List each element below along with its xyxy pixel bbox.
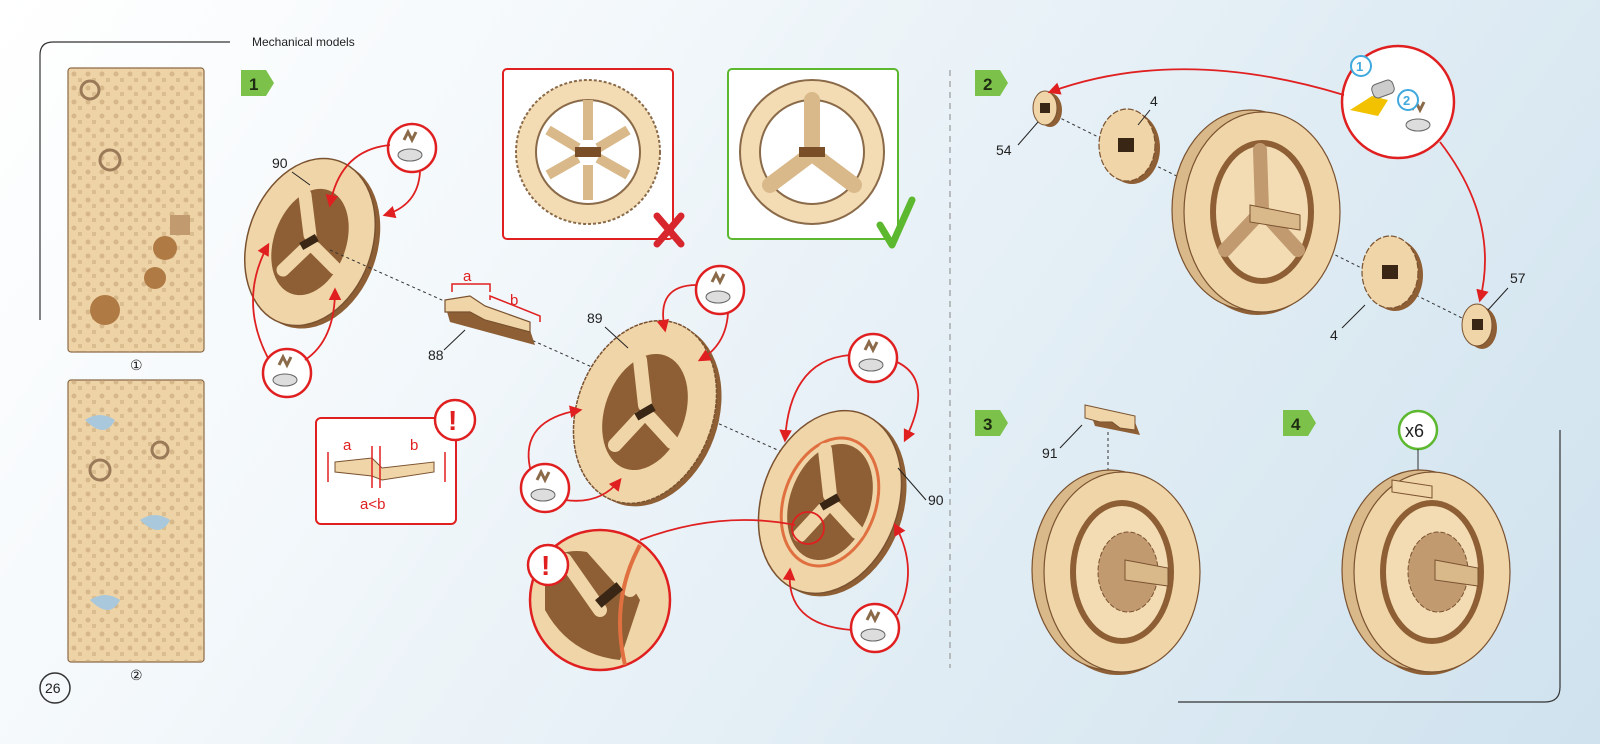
glue-arrow-2b bbox=[697, 312, 729, 362]
header: Mechanical models bbox=[39, 35, 355, 320]
glue-arrow-3b bbox=[896, 361, 920, 443]
glue-arrow-2d bbox=[564, 478, 622, 502]
wheel-assembly-final bbox=[1341, 469, 1511, 675]
axle-dimensions: a b bbox=[451, 268, 541, 322]
part-label-90-right: 90 bbox=[928, 492, 944, 508]
step-badge-1: 1 bbox=[241, 70, 274, 96]
gear-part-4-top bbox=[1098, 108, 1160, 184]
washer-part-57 bbox=[1461, 303, 1497, 349]
glue-arrow-step2-left bbox=[1047, 68, 1345, 96]
glue-icon-3 bbox=[694, 264, 746, 316]
part-sheet-1 bbox=[67, 67, 205, 353]
quantity-label: x6 bbox=[1405, 421, 1424, 441]
axle-part-88 bbox=[444, 295, 535, 345]
glue-arrow-1b bbox=[382, 171, 421, 219]
glue-arrow-2c bbox=[527, 405, 583, 469]
glue-callout-step2: 1 2 bbox=[1340, 44, 1456, 160]
glue-icon-4 bbox=[519, 462, 571, 514]
step-number-4: 4 bbox=[1291, 415, 1301, 434]
part-label-4-top: 4 bbox=[1150, 93, 1158, 109]
wheel-disc-89 bbox=[572, 319, 722, 507]
washer-part-54 bbox=[1032, 90, 1062, 127]
glue-arrow-3a bbox=[779, 354, 851, 443]
wrong-x-icon bbox=[653, 212, 685, 248]
axle-orientation-note: a b a<b bbox=[315, 417, 457, 525]
dimension-a: a bbox=[463, 268, 472, 285]
part-label-54: 54 bbox=[996, 142, 1012, 158]
note-label-a: a bbox=[343, 437, 352, 454]
step-badge-4: 4 bbox=[1283, 410, 1316, 436]
glue-arrow-1a bbox=[325, 144, 391, 208]
warning-badge-1: ! bbox=[433, 398, 477, 442]
wrong-orientation-example bbox=[502, 68, 685, 248]
warning-icon-2: ! bbox=[541, 550, 550, 581]
part-label-91: 91 bbox=[1042, 445, 1058, 461]
glue-icon-2 bbox=[261, 347, 313, 399]
check-icon bbox=[876, 196, 916, 249]
quantity-badge: x6 bbox=[1397, 409, 1439, 451]
step-number-3: 3 bbox=[983, 415, 992, 434]
glue-arrow-step2-right bbox=[1439, 141, 1489, 303]
glue-icon-5 bbox=[847, 332, 899, 384]
step-number-2: 2 bbox=[983, 75, 992, 94]
gear-part-4-bottom bbox=[1361, 235, 1423, 311]
glue-arrow-1c bbox=[252, 242, 270, 359]
glue-arrow-2a bbox=[656, 284, 698, 333]
part-91 bbox=[1084, 404, 1140, 435]
page-number: 26 bbox=[45, 680, 61, 696]
glue-step-1: 1 bbox=[1356, 59, 1363, 74]
dimension-b: b bbox=[510, 292, 518, 309]
step-number-1: 1 bbox=[249, 75, 258, 94]
step-badge-2: 2 bbox=[975, 70, 1008, 96]
part-label-90-left: 90 bbox=[272, 155, 288, 171]
glue-icon-6 bbox=[849, 602, 901, 654]
step-badge-3: 3 bbox=[975, 410, 1008, 436]
part-label-89: 89 bbox=[587, 310, 603, 326]
wheel-disc-90 bbox=[243, 157, 381, 329]
page-number-badge: 26 bbox=[39, 672, 71, 704]
note-rule: a<b bbox=[360, 496, 385, 513]
part-label-88: 88 bbox=[428, 347, 444, 363]
glue-icon-1 bbox=[386, 122, 438, 174]
sheet-1-label: ① bbox=[130, 357, 143, 373]
section-title: Mechanical models bbox=[252, 35, 355, 49]
warning-badge-2: ! bbox=[526, 543, 570, 587]
glue-arrow-3c bbox=[782, 567, 853, 631]
note-label-b: b bbox=[410, 437, 418, 454]
bottom-frame-line bbox=[1178, 430, 1561, 703]
warning-icon: ! bbox=[448, 405, 457, 436]
wheel-disc-90-outer bbox=[757, 409, 907, 597]
wheel-assembly-step3 bbox=[1031, 469, 1201, 675]
glue-arrow-1d bbox=[304, 287, 342, 361]
wheel-assembly-step2 bbox=[1171, 109, 1341, 315]
sheet-2-label: ② bbox=[130, 667, 143, 683]
correct-orientation-example bbox=[727, 68, 916, 249]
detail-leader-arrow bbox=[639, 519, 796, 541]
part-label-57: 57 bbox=[1510, 270, 1526, 286]
part-label-4-bottom: 4 bbox=[1330, 327, 1338, 343]
glue-step-2: 2 bbox=[1403, 93, 1410, 108]
part-sheet-2 bbox=[67, 379, 205, 663]
glue-arrow-3d bbox=[893, 522, 909, 616]
